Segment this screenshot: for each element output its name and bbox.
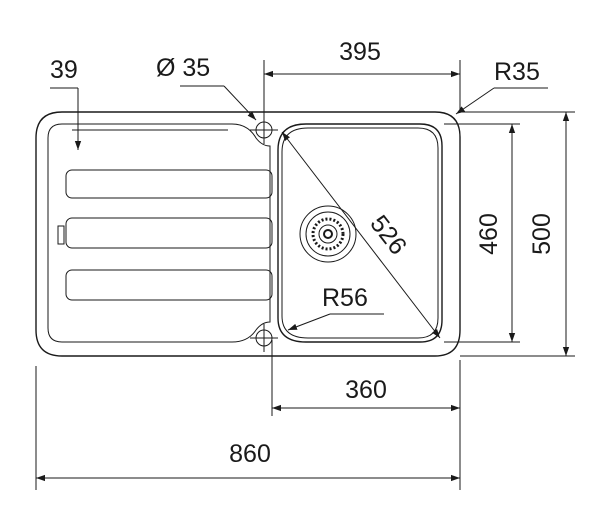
- dimension-label-500: 500: [528, 213, 556, 255]
- dimension-label-39: 39: [50, 56, 78, 84]
- leader-39: [50, 87, 82, 150]
- drainer-groove-bottom: [65, 269, 273, 301]
- leader-tap-hole: [180, 85, 257, 121]
- drainer-rim: [47, 123, 271, 343]
- dimension-label-tap-hole: Ø 35: [156, 54, 210, 82]
- dimension-label-r35: R35: [494, 58, 540, 86]
- dimension-label-860: 860: [229, 440, 271, 468]
- leader-r56: [287, 313, 384, 331]
- dimension-line-526: [281, 131, 441, 339]
- dimension-label-r56: R56: [322, 284, 368, 312]
- sink-outer-outline: [35, 111, 461, 357]
- drainer-groove-middle: [65, 217, 273, 249]
- dimension-label-526: 526: [364, 210, 412, 260]
- tap-hole-bottom: [250, 324, 278, 352]
- dimension-label-360: 360: [345, 376, 387, 404]
- leader-r35: [455, 87, 548, 115]
- tap-hole-top: [250, 116, 278, 144]
- drain-strainer: [299, 205, 357, 263]
- dimension-label-395: 395: [339, 38, 381, 66]
- overflow-slot: [57, 225, 65, 245]
- dimension-label-460: 460: [475, 213, 503, 255]
- drainer-groove-top: [65, 169, 273, 199]
